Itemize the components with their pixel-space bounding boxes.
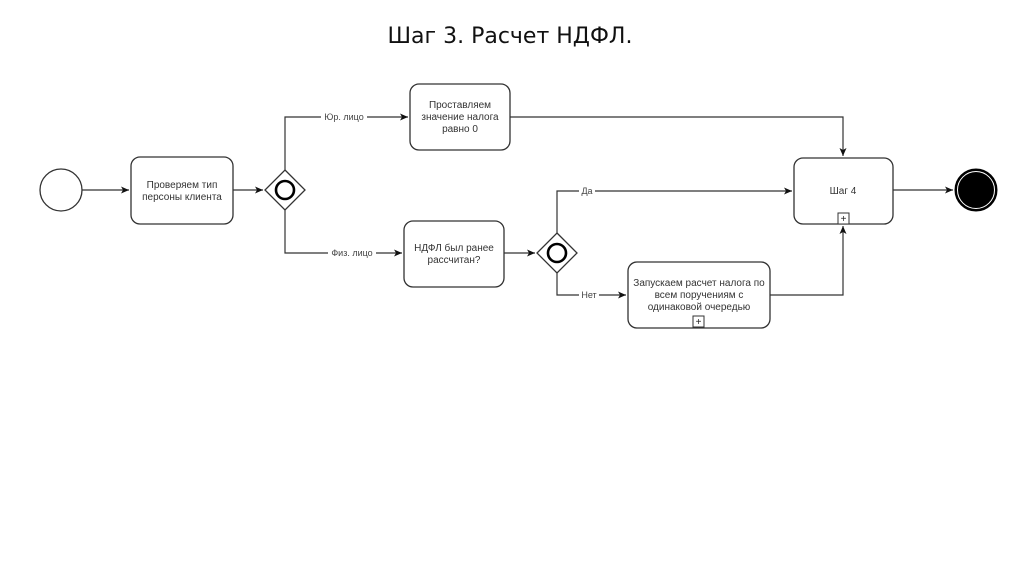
task-label-line: всем поручениям с — [655, 290, 744, 301]
task-label-line: рассчитан? — [428, 255, 481, 266]
subprocess-expand-icon[interactable]: + — [837, 212, 850, 225]
task-label-line: НДФЛ был ранее — [414, 242, 494, 254]
task-label-line: Шаг 4 — [830, 186, 857, 197]
edge-gateway2-to-step4 — [556, 187, 792, 233]
page-title-text: Шаг 3. Расчет НДФЛ. — [387, 24, 633, 49]
subprocess-step-4[interactable]: Шаг 4 + — [793, 157, 894, 225]
start-event[interactable] — [39, 168, 83, 212]
expand-marker: + — [696, 317, 702, 328]
task-label-line: Запускаем расчет налога по — [633, 278, 765, 289]
subprocess-run-tax-calculation[interactable]: Запускаем расчет налога по всем поручени… — [627, 261, 771, 329]
edge-label-legal-entity: Юр. лицо — [324, 112, 363, 122]
edge-gateway-to-calc-before — [284, 210, 402, 257]
task-label-line: Проставляем — [429, 100, 491, 111]
task-label-line: персоны клиента — [142, 192, 222, 203]
page-title: Шаг 3. Расчет НДФЛ. — [0, 24, 1024, 49]
task-set-zero-tax[interactable]: Проставляем значение налога равно 0 — [409, 83, 511, 151]
task-label-line: равно 0 — [442, 124, 478, 135]
end-event[interactable] — [954, 168, 998, 212]
task-check-person-type[interactable]: Проверяем тип персоны клиента — [130, 156, 234, 225]
edge-label-no: Нет — [581, 290, 596, 300]
edge-gateway-to-zero-tax — [284, 113, 408, 170]
inclusive-gateway-icon — [546, 242, 568, 264]
expand-marker: + — [841, 214, 847, 225]
edge-zero-tax-to-step4 — [510, 116, 847, 156]
edge-label-individual: Физ. лицо — [331, 248, 372, 258]
gateway-person-type[interactable] — [264, 169, 306, 211]
edge-gateway2-to-run-calc — [556, 273, 626, 299]
task-label-line: одинаковой очередью — [648, 302, 751, 313]
task-label-line: значение налога — [421, 112, 499, 123]
gateway-calculated-before[interactable] — [536, 232, 578, 274]
inclusive-gateway-icon — [274, 179, 296, 201]
edge-run-calc-to-step4 — [770, 226, 847, 296]
task-label-line: Проверяем тип — [147, 180, 218, 191]
subprocess-expand-icon[interactable]: + — [692, 315, 705, 328]
task-ndfl-calculated-before[interactable]: НДФЛ был ранее рассчитан? — [403, 220, 505, 288]
edge-label-yes: Да — [581, 186, 592, 196]
